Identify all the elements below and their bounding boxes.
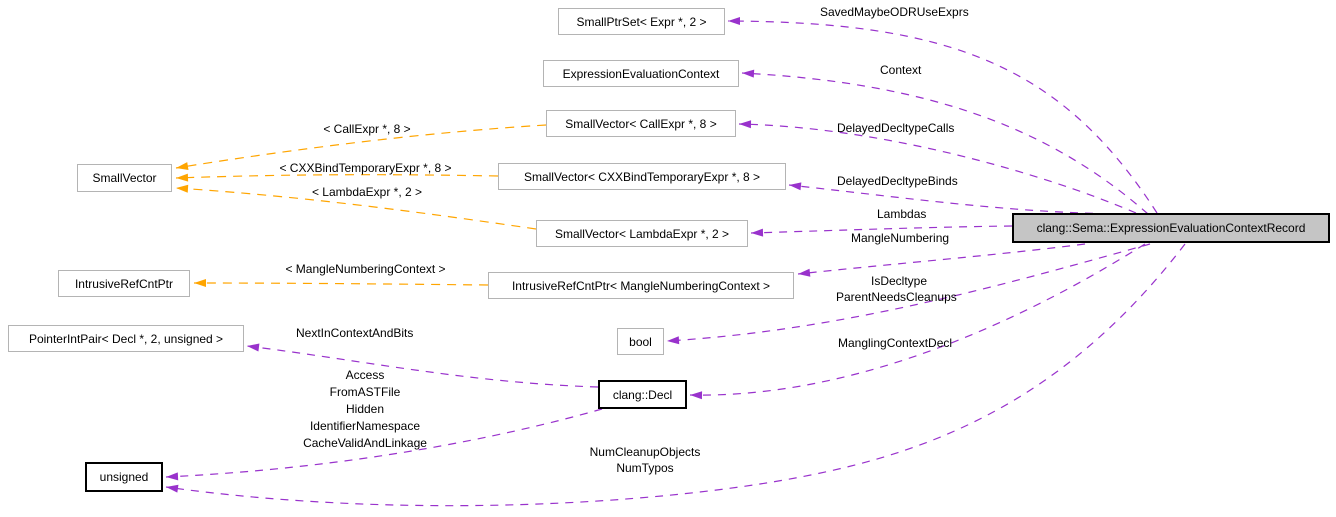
node-intrusive-ref-cnt-ptr-mangle-numbering-context[interactable]: IntrusiveRefCntPtr< MangleNumberingConte… [488,272,794,299]
edge-label-identifier-namespace: IdentifierNamespace [309,419,421,433]
node-expression-evaluation-context[interactable]: ExpressionEvaluationContext [543,60,739,87]
edge-label-saved-maybe-odr-use-exprs: SavedMaybeODRUseExprs [820,5,969,19]
edge-decl-bitfields [165,408,603,481]
edge-label-from-ast-file: FromASTFile [329,385,401,399]
node-intrusive-ref-cnt-ptr[interactable]: IntrusiveRefCntPtr [58,270,190,297]
edge-next-in-context-and-bits [246,343,599,388]
edge-label-delayed-decltype-binds: DelayedDecltypeBinds [837,174,958,188]
edge-label-parent-needs-cleanups: ParentNeedsCleanups [836,290,957,304]
edge-label-cache-valid-and-linkage: CacheValidAndLinkage [303,436,427,450]
node-pointer-int-pair[interactable]: PointerIntPair< Decl *, 2, unsigned > [8,325,244,352]
node-small-vector-cxx-bind-temporary-expr[interactable]: SmallVector< CXXBindTemporaryExpr *, 8 > [498,163,786,190]
edge-num-cleanup-objects-num-typos [165,243,1186,507]
edge-label-num-typos: NumTypos [616,461,674,475]
edge-label-next-in-context-and-bits: NextInContextAndBits [296,326,414,340]
node-small-vector-lambda-expr[interactable]: SmallVector< LambdaExpr *, 2 > [536,220,748,247]
edge-label-num-cleanup-objects: NumCleanupObjects [589,445,701,459]
edge-label-is-decltype: IsDecltype [871,274,928,288]
edge-label-decl-bitfields: Access FromASTFile Hidden IdentifierName… [258,367,472,452]
edge-label-template-cxx-bind-temporary-expr: < CXXBindTemporaryExpr *, 8 > [279,161,452,175]
node-small-vector[interactable]: SmallVector [77,164,172,192]
edge-delayed-decltype-calls [738,120,1137,214]
edge-label-lambdas: Lambdas [877,207,927,221]
node-clang-decl[interactable]: clang::Decl [598,380,687,409]
edge-template-lambda-expr [175,184,537,230]
node-main-expression-evaluation-context-record: clang::Sema::ExpressionEvaluationContext… [1012,213,1330,243]
edge-label-template-mangle-numbering-context: < MangleNumberingContext > [285,262,446,276]
edge-delayed-decltype-binds [788,182,1124,215]
edge-context [741,69,1149,215]
node-small-vector-call-expr[interactable]: SmallVector< CallExpr *, 8 > [546,110,736,137]
node-unsigned[interactable]: unsigned [85,462,163,492]
node-small-ptr-set[interactable]: SmallPtrSet< Expr *, 2 > [558,8,725,35]
edge-label-template-lambda-expr: < LambdaExpr *, 2 > [311,185,423,199]
edge-lambdas [750,225,1013,237]
edge-label-mangle-numbering: MangleNumbering [851,231,950,245]
edge-label-mangling-context-decl: ManglingContextDecl [838,336,953,350]
edge-template-mangle-numbering-context [193,279,489,288]
edge-mangling-context-decl [689,243,1146,400]
edge-is-decltype-parent-needs-cleanups [666,243,1151,345]
edge-label-context: Context [880,63,922,77]
edge-mangle-numbering [797,243,1086,277]
edge-label-template-call-expr: < CallExpr *, 8 > [323,122,411,136]
edge-label-cleanup-group: NumCleanupObjects NumTypos [557,444,733,476]
edge-label-delayed-decltype-calls: DelayedDecltypeCalls [837,121,955,135]
edge-template-call-expr [175,124,547,171]
edge-label-access: Access [345,368,385,382]
edge-label-hidden: Hidden [345,402,385,416]
edge-template-cxx-bind-temporary-expr [175,173,499,182]
node-bool[interactable]: bool [617,328,664,355]
edge-saved-maybe-odr-use-exprs [727,17,1158,214]
